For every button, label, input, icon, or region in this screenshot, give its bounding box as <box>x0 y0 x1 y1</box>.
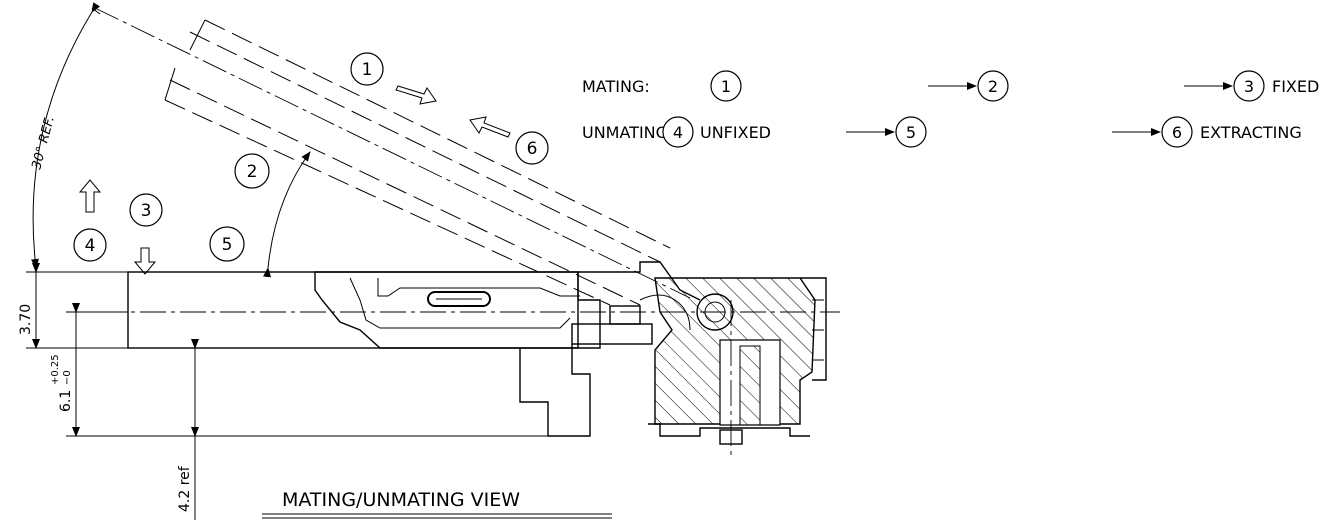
step-callout-1: 1 <box>350 52 384 86</box>
ref-height-label: 4.2 ref <box>177 465 193 512</box>
step-callout-3: 3 <box>129 193 163 227</box>
unmating-step-4: 4 <box>673 123 683 142</box>
unmating-step-6-text: EXTRACTING <box>1200 123 1302 142</box>
step-callout-5: 5 <box>209 226 245 262</box>
down-arrow-icon <box>133 247 157 275</box>
step-callout-2: 2 <box>234 153 270 189</box>
angled-cable-outline <box>94 7 691 306</box>
extract-arrow-icon <box>469 116 511 138</box>
offset-dimension-label: 6.1 <box>58 390 74 412</box>
unmating-step-4-text: UNFIXED <box>700 123 771 142</box>
step-6-label: 6 <box>527 139 538 159</box>
rotation-arc <box>263 151 311 278</box>
dimension-lines: 3.70 6.1 +0.25 −0 4.2 ref <box>18 263 548 520</box>
step-1-label: 1 <box>362 60 373 80</box>
step-callout-6: 6 <box>515 131 549 165</box>
step-callout-4: 4 <box>73 228 107 262</box>
step-2-label: 2 <box>247 162 258 182</box>
unmating-step-5: 5 <box>906 123 916 142</box>
mating-step-3-text: FIXED <box>1272 77 1319 96</box>
unmating-label: UNMATING: <box>582 123 673 142</box>
height-dimension-label: 3.70 <box>18 304 34 335</box>
view-title: MATING/UNMATING VIEW <box>262 489 612 519</box>
step-5-label: 5 <box>222 235 233 255</box>
legend-mating: MATING: 1 2 3 FIXED <box>582 70 1319 102</box>
offset-tolerance-plus: +0.25 <box>50 354 61 385</box>
connector-housing <box>648 277 827 455</box>
insert-arrow-icon <box>395 85 437 105</box>
view-title-text: MATING/UNMATING VIEW <box>282 489 520 511</box>
mating-step-1: 1 <box>721 77 731 96</box>
legend-unmating: UNMATING: 4 UNFIXED 5 6 EXTRACTING <box>582 116 1302 148</box>
unmating-step-6: 6 <box>1172 123 1182 142</box>
up-arrow-icon <box>78 179 102 213</box>
direction-arrows <box>78 85 511 275</box>
connector-latch <box>314 261 701 437</box>
mating-label: MATING: <box>582 77 650 96</box>
step-4-label: 4 <box>85 236 96 256</box>
mating-step-2: 2 <box>988 77 998 96</box>
mating-step-3: 3 <box>1244 77 1254 96</box>
step-3-label: 3 <box>141 201 152 221</box>
offset-tolerance-minus: −0 <box>62 370 73 385</box>
angle-label: 30° REF. <box>29 115 58 171</box>
